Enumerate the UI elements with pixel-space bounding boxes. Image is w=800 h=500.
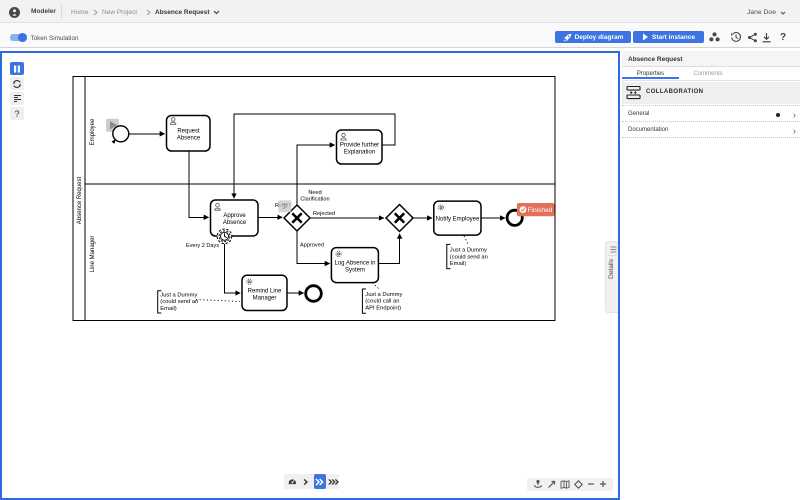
svg-text:Approve: Approve (223, 213, 246, 219)
svg-text:Absence: Absence (223, 220, 247, 226)
svg-text:Log Absence in: Log Absence in (334, 261, 375, 267)
svg-text:Employee: Employee (90, 118, 96, 145)
svg-text:Finished: Finished (528, 207, 553, 214)
svg-text:Explanation: Explanation (344, 150, 375, 156)
svg-text:API Endpoint): API Endpoint) (365, 305, 401, 311)
svg-text:System: System (345, 268, 365, 274)
svg-text:Approved: Approved (300, 243, 324, 249)
svg-text:(could send an: (could send an (160, 299, 198, 305)
svg-text:Every 2 Days: Every 2 Days (186, 243, 219, 249)
svg-text:Email): Email) (160, 306, 176, 312)
svg-text:Manager: Manager (253, 295, 277, 301)
svg-text:Request: Request (177, 129, 200, 135)
svg-text:Need: Need (308, 190, 321, 196)
svg-text:Just a Dummy: Just a Dummy (365, 292, 402, 298)
svg-text:Email): Email) (450, 261, 466, 267)
svg-text:Absence: Absence (177, 136, 201, 142)
svg-text:Just a Dummy: Just a Dummy (450, 248, 487, 254)
svg-text:Clarification: Clarification (300, 197, 329, 203)
svg-text:Absence Request: Absence Request (77, 176, 83, 224)
svg-text:(could call an: (could call an (365, 299, 399, 305)
svg-text:Rejected: Rejected (313, 211, 335, 217)
svg-text:Remind Line: Remind Line (248, 288, 282, 294)
svg-text:Notify Employee: Notify Employee (436, 216, 480, 222)
svg-text:Just a Dummy: Just a Dummy (160, 292, 197, 298)
svg-text:(could send an: (could send an (450, 254, 488, 260)
svg-text:Provide further: Provide further (340, 143, 379, 149)
svg-text:Line Manager: Line Manager (90, 236, 96, 273)
